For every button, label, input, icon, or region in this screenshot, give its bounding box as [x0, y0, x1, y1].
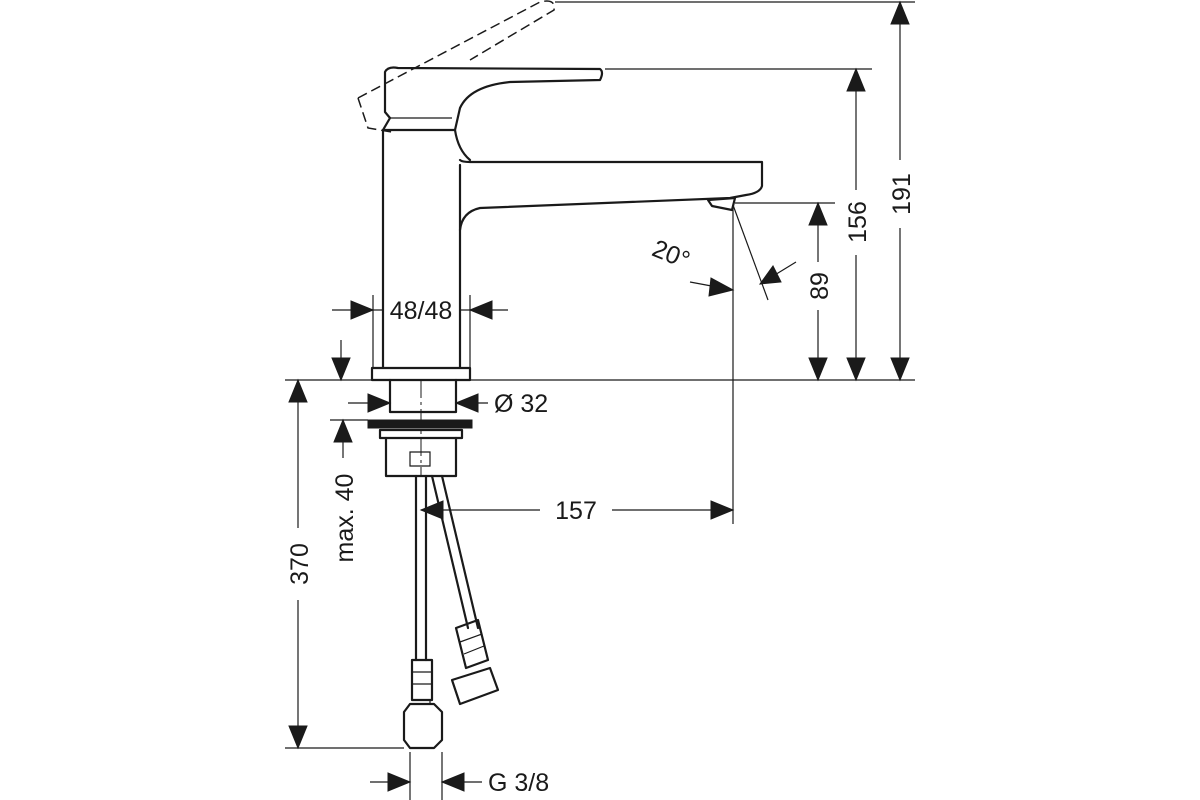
label-spout-reach: 157 [555, 497, 597, 525]
label-lever-height: 156 [844, 201, 872, 243]
label-spout-angle: 20° [648, 235, 694, 275]
label-spout-height: 89 [806, 272, 834, 300]
label-connection-thread: G 3/8 [488, 769, 549, 797]
dimension-labels: 191 156 89 48/48 Ø 32 max. 40 370 157 20… [286, 173, 916, 797]
label-max-counter-thickness: max. 40 [331, 474, 359, 563]
label-hole-diameter: Ø 32 [494, 390, 548, 418]
dimension-lines [285, 0, 915, 800]
label-body-width: 48/48 [390, 297, 453, 325]
supply-hoses [402, 474, 500, 750]
faucet-body [357, 0, 764, 382]
mounting-assembly [367, 378, 473, 478]
label-total-height: 191 [888, 173, 916, 215]
label-hose-length: 370 [286, 543, 314, 585]
